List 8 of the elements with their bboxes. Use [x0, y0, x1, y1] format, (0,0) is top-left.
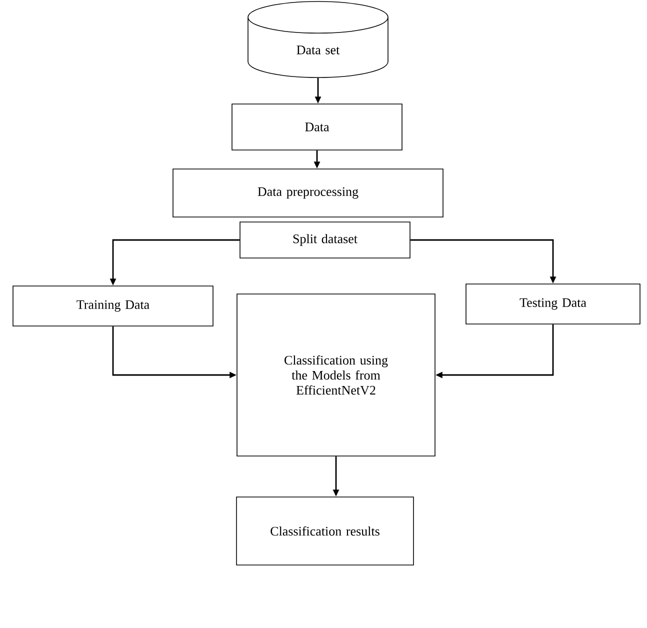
process-box: Testing Data — [466, 284, 640, 324]
process-box: Classification results — [236, 496, 414, 566]
process-box: Training Data — [12, 286, 214, 326]
cylinder: Data set — [248, 1, 388, 78]
process-box: Classification using the Models from EfficientNetV2 — [236, 294, 436, 456]
process-box: Data — [232, 104, 402, 150]
process-box: Split dataset — [240, 222, 410, 258]
process-box: Data preprocessing — [172, 168, 444, 218]
